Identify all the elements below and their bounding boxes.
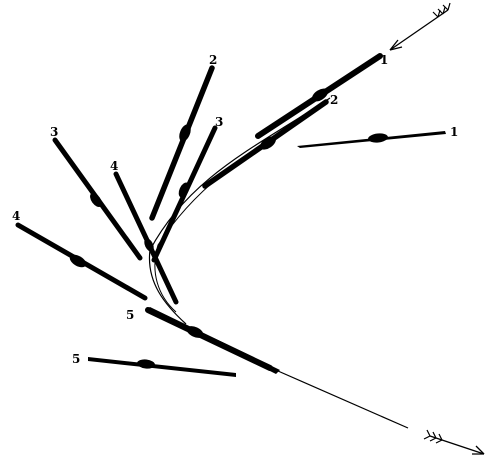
arrow-incoming-icon	[389, 2, 451, 51]
stroke-5-lower	[88, 357, 236, 377]
label-5-lower: 5	[72, 352, 80, 366]
stroke-1-right	[297, 131, 446, 148]
label-2-right: 2	[330, 93, 338, 107]
label-5-upper: 5	[126, 308, 134, 322]
stroke-2-upper	[149, 65, 215, 221]
stroke-3-right	[151, 125, 218, 263]
stroke-2-right	[202, 99, 329, 189]
arrow-outgoing-icon	[423, 429, 485, 455]
stroke-3-left	[52, 137, 143, 261]
label-3-right: 3	[215, 115, 223, 129]
label-1-right: 1	[450, 125, 458, 139]
label-4-left: 4	[12, 209, 20, 223]
stroke-5-upper	[145, 307, 280, 374]
stroke-1-upper	[255, 53, 383, 139]
trajectory-upper	[148, 97, 331, 325]
label-4-center: 4	[110, 159, 118, 173]
trajectory-exit	[277, 370, 409, 429]
stroke-4-left	[15, 222, 148, 301]
stroke-4-center	[113, 171, 179, 305]
label-2-upper: 2	[209, 53, 217, 67]
label-1-upper: 1	[380, 53, 388, 67]
label-3-left: 3	[50, 125, 58, 139]
